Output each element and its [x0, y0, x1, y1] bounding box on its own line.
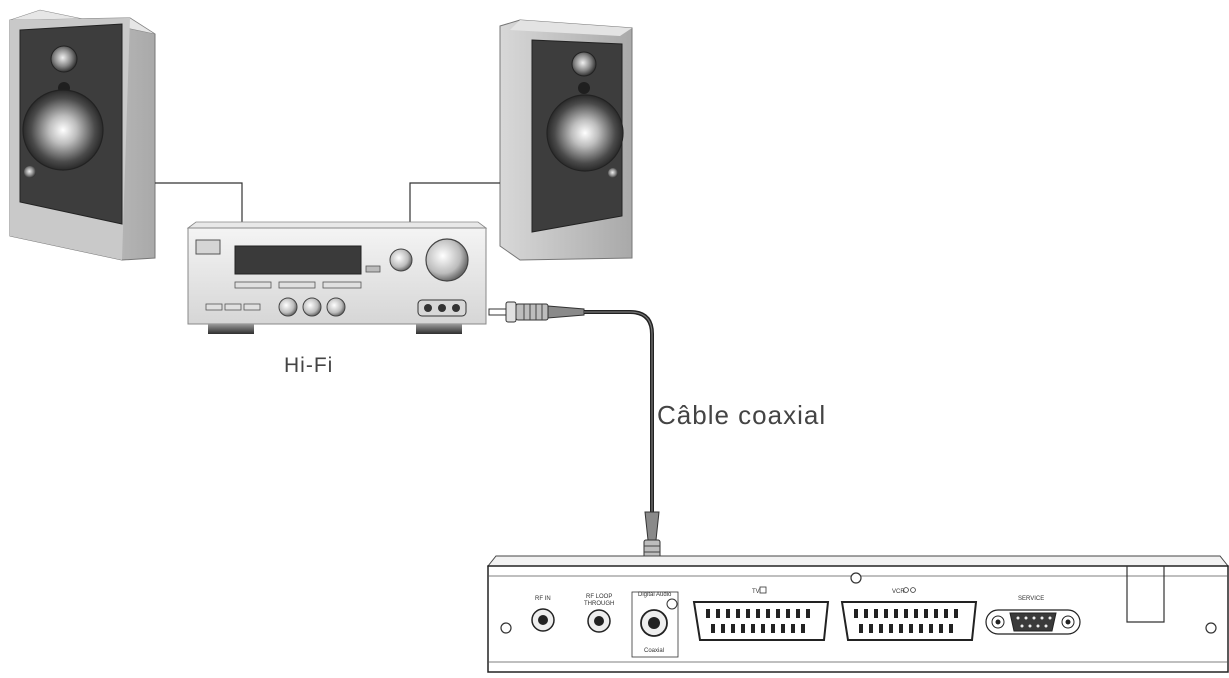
coaxial-label: Coaxial — [644, 648, 664, 654]
volume-knob-icon — [425, 238, 469, 282]
service-port[interactable] — [1009, 612, 1057, 632]
vcr-scart-port[interactable] — [840, 601, 978, 641]
left-speaker — [9, 9, 156, 261]
tv-scart-port[interactable] — [692, 601, 830, 641]
amplifier-display — [234, 245, 362, 275]
hifi-amplifier — [186, 221, 488, 334]
right-speaker — [499, 19, 633, 261]
service-label: SERVICE — [1018, 596, 1044, 602]
vcr-icon — [903, 587, 916, 593]
hifi-label: Hi-Fi — [284, 354, 333, 377]
rf-loop-label-line1: RF LOOP — [586, 594, 612, 600]
input-selector-knobs — [278, 297, 346, 317]
vcr-label: VCR — [892, 589, 905, 595]
small-knob-icon — [389, 248, 413, 272]
receiver-rear-panel: RF IN RF LOOP THROUGH Digital Audio Coax… — [486, 555, 1229, 673]
rf-in-label: RF IN — [535, 596, 551, 602]
coaxial-cable — [488, 301, 661, 589]
speaker-wires — [155, 182, 500, 226]
cable-label: Câble coaxial — [657, 400, 826, 430]
rf-loop-label-line2: THROUGH — [584, 601, 614, 607]
tv-label: TV — [752, 589, 760, 595]
digital-audio-label: Digital Audio — [638, 592, 672, 598]
